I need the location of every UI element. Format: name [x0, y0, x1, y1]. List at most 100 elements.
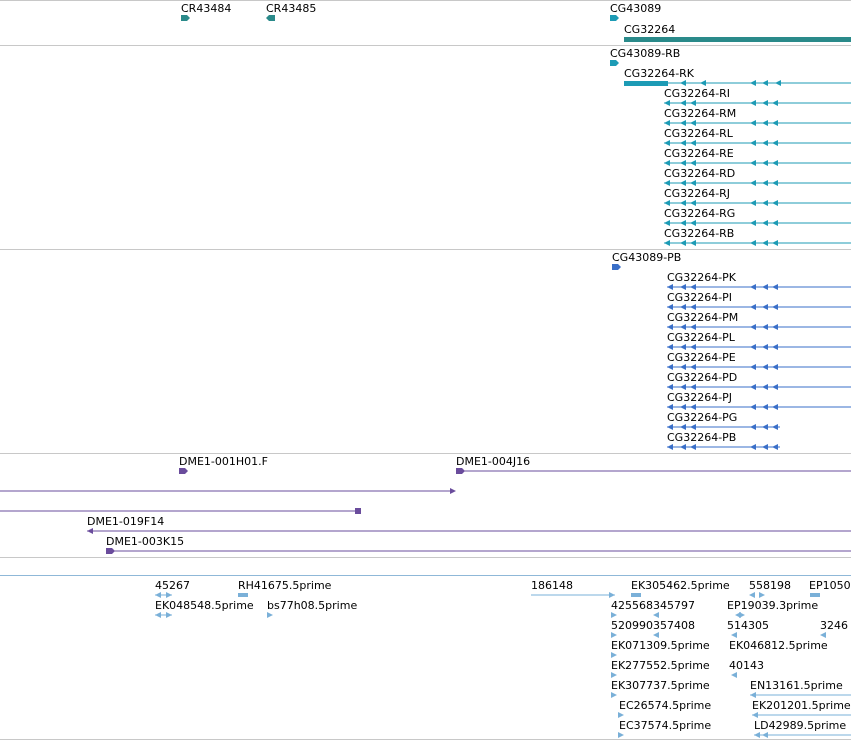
transcript-label[interactable]: CG32264-RL — [664, 127, 733, 140]
est-label[interactable]: 3246 — [820, 619, 848, 632]
est-feature[interactable] — [609, 592, 615, 598]
transcript-exon-arrow[interactable] — [680, 140, 686, 146]
est-feature[interactable] — [611, 692, 617, 698]
est-label[interactable]: 425568 — [611, 599, 653, 612]
protein-exon-arrow[interactable] — [690, 424, 696, 430]
clone-label[interactable]: DME1-003K15 — [106, 535, 185, 548]
transcript-exon-arrow[interactable] — [690, 240, 696, 246]
est-feature[interactable] — [618, 712, 624, 718]
protein-exon-arrow[interactable] — [772, 364, 778, 370]
protein-exon-arrow[interactable] — [772, 304, 778, 310]
transcript-label[interactable]: CG32264-RK — [624, 67, 695, 80]
protein-exon-arrow[interactable] — [680, 424, 686, 430]
protein-exon-arrow[interactable] — [667, 304, 673, 310]
clone-feature[interactable] — [355, 508, 361, 514]
est-feature[interactable] — [267, 612, 273, 618]
transcript-exon-arrow[interactable] — [772, 160, 778, 166]
transcript-exon-arrow[interactable] — [750, 80, 756, 86]
protein-exon-arrow[interactable] — [762, 324, 768, 330]
protein-exon-arrow[interactable] — [750, 364, 756, 370]
transcript-exon-arrow[interactable] — [664, 240, 670, 246]
transcript-exon-arrow[interactable] — [664, 100, 670, 106]
transcript-exon-arrow[interactable] — [775, 80, 781, 86]
transcript-label[interactable]: CG32264-RI — [664, 87, 731, 100]
protein-label[interactable]: CG43089-PB — [612, 251, 682, 264]
transcript-exon-arrow[interactable] — [772, 240, 778, 246]
est-feature[interactable] — [731, 632, 737, 638]
transcript-exon-arrow[interactable] — [762, 80, 768, 86]
protein-label[interactable]: CG32264-PE — [667, 351, 736, 364]
protein-exon-arrow[interactable] — [667, 344, 673, 350]
protein-exon-arrow[interactable] — [680, 384, 686, 390]
protein-exon-arrow[interactable] — [762, 304, 768, 310]
transcript-exon-arrow[interactable] — [690, 220, 696, 226]
transcript-exon-arrow[interactable] — [750, 240, 756, 246]
est-feature[interactable] — [631, 593, 641, 597]
transcript-exon-arrow[interactable] — [680, 220, 686, 226]
protein-exon-arrow[interactable] — [762, 344, 768, 350]
protein-exon-arrow[interactable] — [772, 324, 778, 330]
transcript-label[interactable]: CG32264-RM — [664, 107, 737, 120]
est-feature[interactable] — [739, 612, 745, 618]
protein-exon-arrow[interactable] — [680, 324, 686, 330]
est-feature[interactable] — [749, 592, 755, 598]
transcript-exon-arrow[interactable] — [750, 120, 756, 126]
protein-exon-arrow[interactable] — [680, 304, 686, 310]
protein-exon-arrow[interactable] — [750, 344, 756, 350]
gene-feature[interactable] — [181, 15, 190, 21]
transcript-exon-arrow[interactable] — [750, 180, 756, 186]
clone-feature[interactable] — [456, 468, 465, 474]
est-label[interactable]: bs77h08.5prime — [267, 599, 358, 612]
transcript-exon-arrow[interactable] — [664, 220, 670, 226]
transcript-exon-arrow[interactable] — [664, 140, 670, 146]
transcript-exon-arrow[interactable] — [680, 180, 686, 186]
transcript-label[interactable]: CG32264-RG — [664, 207, 736, 220]
est-feature[interactable] — [238, 593, 248, 597]
protein-exon-arrow[interactable] — [750, 404, 756, 410]
est-feature[interactable] — [611, 612, 617, 618]
est-label[interactable]: EK046812.5prime — [729, 639, 828, 652]
transcript-exon-arrow[interactable] — [762, 120, 768, 126]
est-label[interactable]: LD42989.5prime — [754, 719, 847, 732]
protein-exon-arrow[interactable] — [772, 284, 778, 290]
protein-exon-arrow[interactable] — [772, 404, 778, 410]
transcript-exon-arrow[interactable] — [664, 160, 670, 166]
transcript-exon-arrow[interactable] — [690, 200, 696, 206]
transcript-exon-arrow[interactable] — [680, 80, 686, 86]
clone-label[interactable]: DME1-019F14 — [87, 515, 165, 528]
gene-label[interactable]: CG43089 — [610, 2, 662, 15]
est-feature[interactable] — [618, 732, 624, 738]
transcript-exon-arrow[interactable] — [690, 120, 696, 126]
transcript-exon-arrow[interactable] — [690, 180, 696, 186]
transcript-exon-arrow[interactable] — [690, 100, 696, 106]
protein-exon-arrow[interactable] — [690, 364, 696, 370]
est-label[interactable]: EK277552.5prime — [611, 659, 710, 672]
protein-label[interactable]: CG32264-PG — [667, 411, 738, 424]
transcript-exon-arrow[interactable] — [690, 140, 696, 146]
protein-exon-arrow[interactable] — [667, 324, 673, 330]
protein-exon-arrow[interactable] — [667, 384, 673, 390]
protein-exon-arrow[interactable] — [680, 284, 686, 290]
clone-label[interactable]: DME1-004J16 — [456, 455, 531, 468]
est-label[interactable]: EC37574.5prime — [619, 719, 712, 732]
transcript-exon-arrow[interactable] — [772, 180, 778, 186]
protein-label[interactable]: CG32264-PB — [667, 431, 737, 444]
protein-exon-arrow[interactable] — [667, 404, 673, 410]
clone-feature[interactable] — [106, 548, 115, 554]
protein-label[interactable]: CG32264-PI — [667, 291, 733, 304]
est-label[interactable]: 514305 — [727, 619, 769, 632]
est-label[interactable]: 45267 — [155, 579, 190, 592]
est-label[interactable]: EK048548.5prime — [155, 599, 254, 612]
transcript-exon-arrow[interactable] — [762, 140, 768, 146]
clone-label[interactable]: DME1-001H01.F — [179, 455, 268, 468]
est-feature[interactable] — [611, 632, 617, 638]
transcript-exon-arrow[interactable] — [664, 120, 670, 126]
est-feature[interactable] — [731, 672, 737, 678]
est-feature[interactable] — [752, 712, 758, 718]
est-label[interactable]: EC26574.5prime — [619, 699, 712, 712]
transcript-label[interactable]: CG32264-RE — [664, 147, 734, 160]
transcript-exon-arrow[interactable] — [750, 220, 756, 226]
clone-feature[interactable] — [450, 488, 456, 494]
transcript-exon-arrow[interactable] — [680, 120, 686, 126]
protein-exon-arrow[interactable] — [762, 404, 768, 410]
